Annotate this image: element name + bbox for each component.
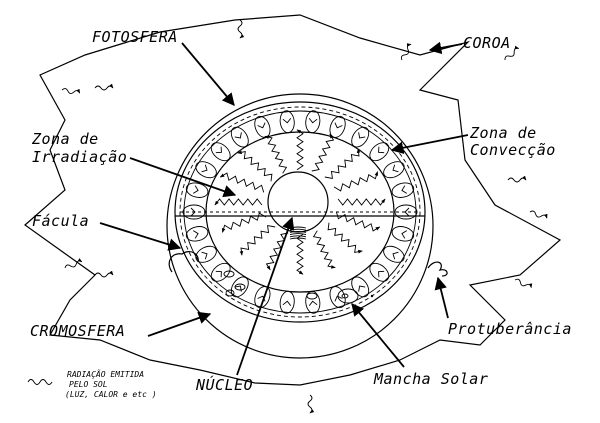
convection-cell: [391, 182, 415, 198]
radiation-zigzag: [214, 198, 263, 206]
label-irradiacao-1: Zona de: [31, 130, 99, 148]
arrow-protuberancia: [434, 276, 449, 319]
convection-cell: [351, 126, 370, 148]
radiation-zigzag: [265, 232, 289, 271]
radiation-squiggle: [514, 278, 533, 289]
radiation-squiggles: [61, 19, 548, 414]
sun-sphere: [166, 93, 434, 359]
convection-cell: [369, 262, 390, 282]
arrow-fotosfera: [181, 42, 235, 106]
radiation-squiggle: [401, 43, 412, 61]
corona-outline: [24, 14, 562, 386]
convection-cell: [305, 290, 321, 314]
legend-radiation-icon: [27, 379, 53, 385]
arrow-nucleo: [236, 216, 295, 376]
convection-cell: [230, 126, 249, 148]
label-conveccao-2: Convecção: [470, 141, 556, 159]
arrow-coroa: [428, 41, 463, 55]
arrow-facula: [99, 222, 182, 251]
radiation-zigzag: [312, 230, 336, 269]
radiation-squiggle: [94, 83, 114, 91]
label-irradiacao-2: Irradiação: [32, 148, 127, 166]
radiation-squiggle: [61, 88, 81, 94]
label-fotosfera: FOTOSFERA: [92, 28, 178, 46]
convection-cell: [383, 161, 405, 179]
legend-line-2: PELO SOL: [69, 380, 108, 389]
radiation-zigzag: [335, 211, 381, 232]
coil-loop: [289, 226, 307, 229]
coil-loop: [289, 237, 307, 240]
convection-cell: [369, 142, 390, 162]
radiation-zigzag: [324, 148, 361, 180]
radiation-squiggle: [307, 394, 315, 414]
convection-cell: [279, 110, 295, 134]
arrow-irradiacao: [129, 157, 237, 198]
radiation-zigzags: [214, 129, 386, 275]
radiation-zigzag: [264, 135, 288, 174]
convection-cell: [279, 290, 295, 314]
prominence: [427, 261, 448, 277]
arrow-conveccao: [390, 134, 469, 154]
radiation-zigzag: [239, 224, 276, 256]
convection-cell: [185, 182, 209, 198]
convection-cell: [182, 204, 206, 220]
label-protuberancia: Protuberância: [448, 320, 572, 338]
label-nucleo: NÚCLEO: [195, 375, 253, 394]
label-mancha-solar: Mancha Solar: [373, 370, 488, 388]
radiation-squiggle: [237, 19, 245, 39]
radiation-zigzag: [296, 233, 304, 275]
radiation-zigzag: [311, 133, 335, 172]
radiation-squiggle: [504, 45, 520, 61]
radiation-squiggle: [64, 258, 83, 269]
convection-cell: [329, 115, 346, 138]
radiation-squiggle: [507, 175, 527, 183]
radiation-zigzag: [237, 150, 273, 182]
convection-cell: [305, 110, 321, 134]
convection-cell: [185, 226, 209, 242]
convection-cell: [210, 142, 231, 162]
radiation-zigzag: [219, 172, 265, 193]
convection-cell: [195, 161, 217, 179]
radiation-zigzag: [333, 171, 379, 192]
radiation-zigzag: [327, 222, 363, 254]
coil-loop: [289, 233, 307, 236]
core: [267, 171, 329, 233]
legend-line-3: (LUZ, CALOR e etc ): [65, 390, 157, 399]
arrow-cromosfera: [147, 311, 212, 337]
label-conveccao-1: Zona de: [469, 124, 537, 142]
radiation-zigzag: [337, 198, 386, 206]
facula-bump: [168, 250, 199, 273]
convection-cell: [394, 204, 418, 220]
label-facula: Fácula: [32, 212, 89, 230]
convection-cells: [182, 110, 418, 314]
convection-cell: [195, 245, 217, 263]
convection-cell: [329, 286, 346, 309]
convection-cell: [210, 262, 231, 282]
label-cromosfera: CROMOSFERA: [30, 322, 125, 340]
photosphere-ring: [174, 101, 426, 323]
label-coroa: COROA: [463, 34, 511, 52]
convection-cell: [391, 226, 415, 242]
coil-loop: [289, 230, 307, 233]
coil-loop: [289, 235, 307, 238]
radiation-squiggle: [94, 270, 114, 278]
arrow-mancha: [351, 303, 405, 368]
convection-cell: [351, 276, 370, 298]
radiation-zigzag: [221, 212, 267, 233]
radiation-squiggle: [529, 210, 548, 219]
legend-line-1: RADIAÇÃO EMITIDA: [67, 369, 144, 379]
convection-cell: [383, 245, 405, 263]
sunspots: [223, 270, 374, 304]
coil-loop: [289, 228, 307, 231]
radiation-zigzag: [296, 129, 304, 171]
